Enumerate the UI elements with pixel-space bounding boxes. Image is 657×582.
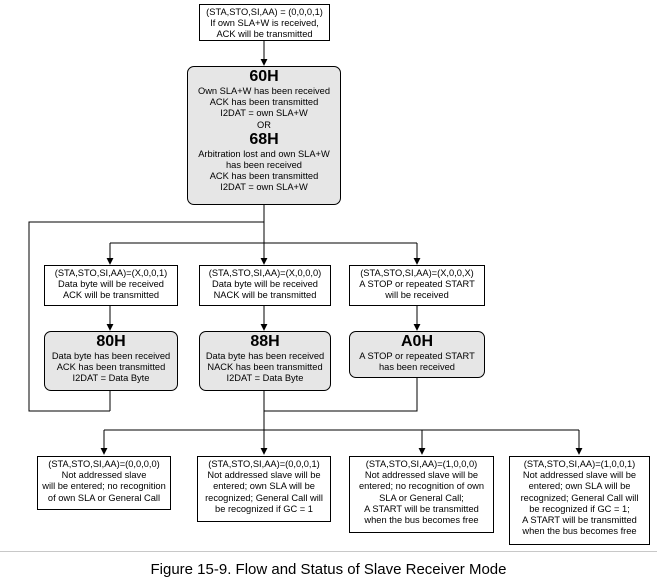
action-line: A START will be transmitted: [364, 503, 479, 514]
action-box-receive-nack: (STA,STO,SI,AA)=(X,0,0,0) Data byte will…: [199, 265, 331, 306]
start-action-line: (STA,STO,SI,AA) = (0,0,0,1): [206, 7, 323, 17]
action-line: entered; no recognition of own: [358, 481, 485, 492]
caption-divider: [0, 551, 657, 552]
action-line: (STA,STO,SI,AA)=(X,0,0,X): [360, 268, 474, 278]
status-line: A STOP or repeated START: [359, 351, 475, 361]
action-line: Not addressed slave will be: [207, 470, 321, 481]
status-line: has been received: [379, 362, 455, 373]
status-line: NACK has been transmitted: [207, 362, 323, 373]
action-line: entered; own SLA will be: [528, 481, 631, 492]
status-line: Data byte has been received: [205, 351, 325, 361]
figure-caption: Figure 15-9. Flow and Status of Slave Re…: [150, 561, 507, 578]
or-label: OR: [257, 119, 271, 130]
status-line: ACK has been transmitted: [56, 362, 166, 373]
status-code-60h: 60H: [249, 68, 279, 85]
action-box-not-addressed-1000: (STA,STO,SI,AA)=(1,0,0,0) Not addressed …: [349, 456, 494, 533]
action-box-stop-start: (STA,STO,SI,AA)=(X,0,0,X) A STOP or repe…: [349, 265, 485, 306]
action-line: Data byte will be received: [58, 279, 164, 290]
action-line: when the bus becomes free: [364, 515, 479, 526]
action-line: (STA,STO,SI,AA)=(0,0,0,1): [208, 459, 320, 469]
start-action-line: ACK will be transmitted: [216, 29, 313, 40]
action-line: will be received: [385, 290, 449, 301]
action-line: SLA or General Call;: [379, 492, 464, 503]
status-line: has been received: [226, 160, 302, 171]
status-line: ACK has been transmitted: [209, 97, 319, 108]
action-line: (STA,STO,SI,AA)=(1,0,0,1): [523, 459, 636, 469]
action-line: be recognized if GC = 1;: [529, 503, 630, 514]
action-line: entered; own SLA will be: [213, 481, 315, 492]
status-line: Arbitration lost and own SLA+W: [198, 148, 330, 159]
status-line: Data byte has been received: [51, 351, 171, 361]
status-box-a0h: A0H A STOP or repeated START has been re…: [349, 331, 485, 378]
action-line: (STA,STO,SI,AA)=(1,0,0,0): [365, 459, 478, 469]
status-code-80h: 80H: [96, 333, 126, 350]
action-line: when the bus becomes free: [522, 526, 637, 537]
action-box-not-addressed-0000: (STA,STO,SI,AA)=(0,0,0,0) Not addressed …: [37, 456, 171, 510]
action-box-not-addressed-1001: (STA,STO,SI,AA)=(1,0,0,1) Not addressed …: [509, 456, 650, 545]
action-line: Not addressed slave: [61, 470, 147, 481]
action-line: A START will be transmitted: [522, 515, 637, 526]
action-line: Not addressed slave will be: [522, 470, 637, 481]
action-line: (STA,STO,SI,AA)=(X,0,0,1): [54, 268, 168, 278]
status-line: ACK has been transmitted: [209, 171, 319, 182]
action-box-not-addressed-0001: (STA,STO,SI,AA)=(0,0,0,1) Not addressed …: [197, 456, 331, 522]
start-action-box: (STA,STO,SI,AA) = (0,0,0,1) If own SLA+W…: [199, 4, 330, 41]
action-line: recognized; General Call will: [205, 492, 323, 503]
action-box-receive-ack: (STA,STO,SI,AA)=(X,0,0,1) Data byte will…: [44, 265, 178, 306]
status-line: Own SLA+W has been received: [197, 86, 331, 96]
status-line: I2DAT = Data Byte: [226, 373, 304, 384]
action-line: of own SLA or General Call: [47, 492, 161, 503]
action-line: Data byte will be received: [212, 279, 318, 290]
status-box-88h: 88H Data byte has been received NACK has…: [199, 331, 331, 391]
loop-return-line: [28, 221, 264, 412]
status-line: I2DAT = own SLA+W: [220, 182, 308, 193]
action-line: will be entered; no recognition: [42, 481, 166, 492]
status-line: I2DAT = Data Byte: [72, 373, 150, 384]
start-action-line: If own SLA+W is received,: [210, 18, 319, 29]
action-line: (STA,STO,SI,AA)=(0,0,0,0): [48, 459, 160, 469]
status-code-88h: 88H: [250, 333, 280, 350]
status-line: I2DAT = own SLA+W: [220, 108, 308, 119]
action-line: Not addressed slave will be: [364, 470, 479, 481]
action-line: ACK will be transmitted: [62, 290, 160, 301]
status-box-80h: 80H Data byte has been received ACK has …: [44, 331, 178, 391]
status-code-68h: 68H: [249, 130, 279, 148]
action-line: (STA,STO,SI,AA)=(X,0,0,0): [208, 268, 322, 278]
action-line: NACK will be transmitted: [213, 290, 317, 301]
connector-88h-a0h-merge: [263, 378, 418, 412]
status-code-a0h: A0H: [400, 333, 433, 350]
action-line: recognized; General Call will: [520, 492, 639, 503]
action-line: A STOP or repeated START: [359, 279, 475, 290]
action-line: be recognized if GC = 1: [215, 503, 313, 514]
status-box-60h-68h: 60H Own SLA+W has been received ACK has …: [187, 66, 341, 205]
